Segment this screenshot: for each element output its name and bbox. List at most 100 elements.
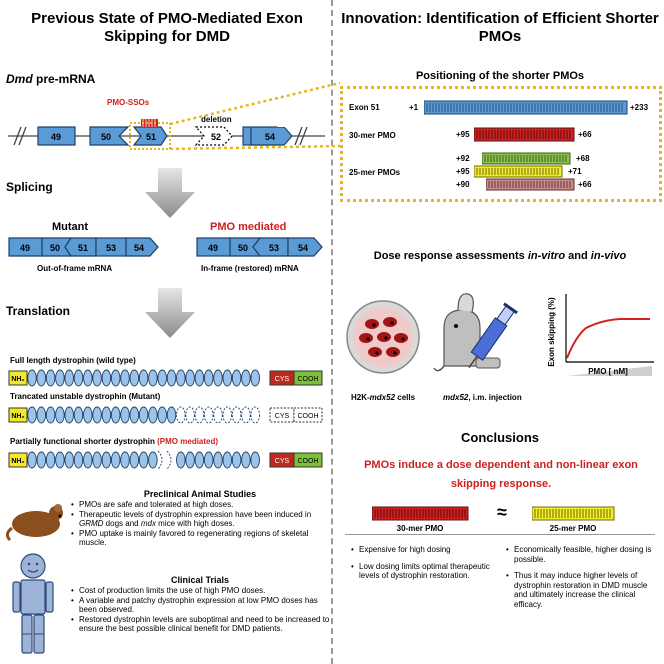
spectrin-repeat [101,451,112,469]
spectrin-repeat [92,451,102,469]
out-of-frame-label: Out-of-frame mRNA [37,264,113,273]
spectrin-repeats [27,369,260,387]
preclinical-point: PMO uptake is mainly favored to regenera… [71,529,330,548]
break-mark-left [13,126,27,146]
mouse-syringe-icon [433,293,518,372]
break-mark-right [294,126,308,146]
pmo25-row1-end: +68 [576,154,590,163]
deleted-repeat-outline [157,450,172,470]
spectrin-repeat [64,451,74,469]
spectrin-repeats [27,406,260,424]
mutant-mrna: 49 50 51 53 54 [8,237,159,257]
preclinical-point: PMOs are safe and tolerated at high dose… [71,500,330,510]
spectrin-repeat [36,369,47,387]
svg-text:54: 54 [134,243,144,253]
gene-label: Dmd pre-mRNA [6,72,96,86]
spectrin-repeat [185,451,195,469]
bar30-ticks [374,509,466,518]
bar30-label: 30-mer PMO [396,524,444,533]
right-title: Innovation: Identification of Efficient … [341,10,659,45]
svg-text:50: 50 [50,243,60,253]
spectrin-repeat [27,406,37,424]
svg-text:NH₂: NH₂ [11,458,24,465]
exon51-end: +233 [630,103,649,112]
preclinical-point: Therapeutic levels of dystrophin express… [71,510,330,529]
pmo30-start: +95 [456,130,470,139]
pmo25-row1-start: +92 [456,154,470,163]
svg-text:NH₂: NH₂ [11,376,24,383]
pmo25-points: Economically feasible, higher dosing is … [505,545,655,609]
comparison-divider [345,534,655,536]
spectrin-repeat [241,451,251,469]
zoom-lines [169,81,341,150]
conclusion-statement: PMOs induce a dose dependent and non-lin… [364,459,638,490]
mutant-label: Mutant [52,221,89,233]
spectrin-repeat [250,369,260,387]
spectrin-repeat [185,369,195,387]
translation-arrow [145,288,195,338]
preclinical-title: Preclinical Animal Studies [143,489,257,499]
spectrin-repeat [148,369,158,387]
pmo30-points: Expensive for high dosing Low dosing lim… [350,545,496,581]
spectrin-repeat [45,451,56,469]
spectrin-repeat [148,451,158,469]
svg-text:51: 51 [146,132,156,142]
spectrin-repeat [45,406,56,424]
positioning-title: Positioning of the shorter PMOs [415,70,585,82]
petri-dish-icon [346,300,420,374]
spectrin-repeat [194,406,205,424]
spectrin-repeat [27,451,37,469]
svg-text:49: 49 [20,243,30,253]
spectrin-repeat [185,406,195,424]
truncated-dystrophin-label: Trancated unstable dystrophin (Mutant) [10,392,161,401]
restored-mrna: 49 50 53 54 [196,237,323,257]
spectrin-repeat [64,369,74,387]
svg-text:53: 53 [269,243,279,253]
partial-dystrophin: NH₂ CYS COOH [8,450,323,470]
svg-text:54: 54 [265,132,275,142]
pmo25-row1-bar [482,152,571,165]
spectrin-repeat [222,406,233,424]
clinical-point: Restored dystrophin levels are suboptima… [71,615,330,634]
pmo30-ticks [476,130,571,139]
dose-response-title: Dose response assessments in-vitro and i… [373,250,627,262]
exon-51-highlight [129,122,171,150]
spectrin-repeat [120,451,130,469]
clinical-title: Clinical Trials [170,575,230,585]
spectrin-repeat [101,369,112,387]
pmo25-row3-ticks [488,181,571,188]
in-frame-label: In-frame (restored) mRNA [201,264,299,273]
spectrin-repeat [92,406,102,424]
pmo25-row2-ticks [476,168,559,175]
spectrin-repeat [138,369,149,387]
pmo25-row3-start: +90 [456,180,470,189]
full-dystrophin-label: Full length dystrophin (wild type) [10,356,136,365]
spectrin-repeat [110,451,121,469]
bar30-graphic [372,506,469,521]
svg-text:NH₂: NH₂ [11,413,24,420]
svg-text:COOH: COOH [298,376,319,383]
spectrin-repeat [250,451,260,469]
clinical-point: Cost of production limits the use of hig… [71,586,330,596]
exon-50: 50 [89,126,130,146]
spectrin-repeat [231,406,242,424]
spectrin-repeat [222,451,233,469]
pmo30-point: Low dosing limits optimal therapeutic le… [351,562,496,581]
pmo25-point: Economically feasible, higher dosing is … [506,545,655,564]
dose-curve [566,318,650,359]
column-divider [331,0,333,664]
pmo25-row3-bar [486,178,575,191]
svg-text:CYS: CYS [275,413,290,420]
spectrin-repeat [36,451,47,469]
dose-wedge [568,366,652,376]
spectrin-repeat [120,369,130,387]
preclinical-section: Preclinical Animal Studies PMOs are safe… [70,489,330,548]
svg-text:COOH: COOH [298,458,319,465]
svg-text:49: 49 [208,243,218,253]
zoom-box [340,86,662,202]
spectrin-repeat [101,406,112,424]
mouse-icon [6,504,63,542]
bar25-graphic [532,506,615,521]
svg-text:49: 49 [51,132,61,142]
svg-text:CYS: CYS [275,458,290,465]
